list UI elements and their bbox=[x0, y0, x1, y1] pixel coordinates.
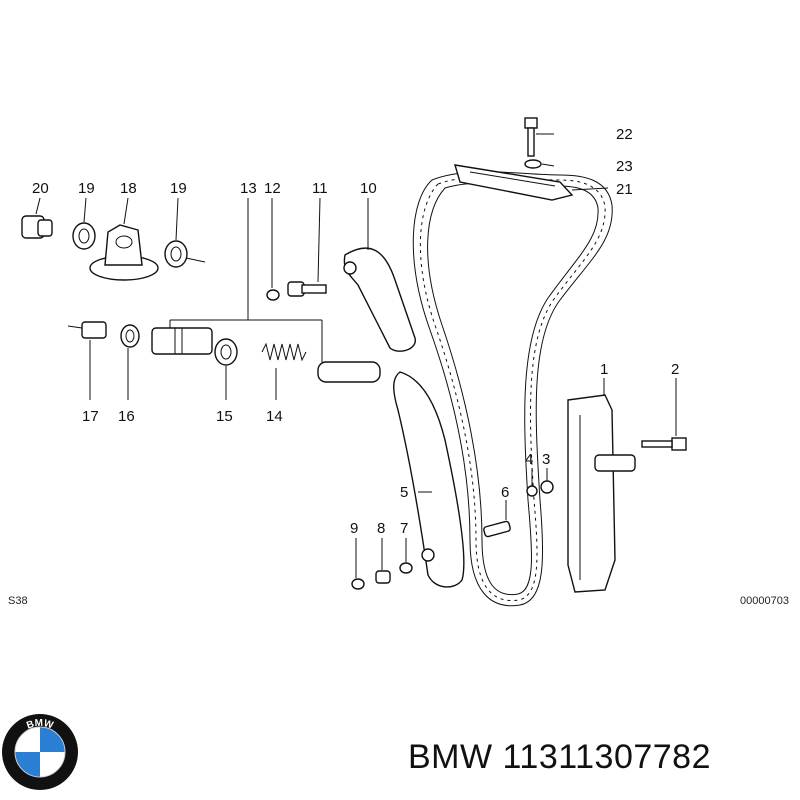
callout-23: 23 bbox=[616, 158, 633, 175]
callout-17: 17 bbox=[82, 408, 99, 425]
callout-7: 7 bbox=[400, 520, 408, 537]
timing-chain bbox=[412, 171, 613, 607]
seal-ring-19-right bbox=[164, 240, 206, 268]
callout-15: 15 bbox=[216, 408, 233, 425]
corner-code-left: S38 bbox=[8, 595, 28, 607]
svg-text:BMW: BMW bbox=[25, 718, 55, 732]
ring-15 bbox=[214, 338, 238, 366]
ring-16 bbox=[120, 324, 140, 348]
callout-16: 16 bbox=[118, 408, 135, 425]
callout-1: 1 bbox=[600, 361, 608, 378]
callout-20: 20 bbox=[32, 180, 49, 197]
corner-code-right: 00000703 bbox=[740, 595, 789, 607]
callout-10: 10 bbox=[360, 180, 377, 197]
logo-letters: BMW bbox=[25, 718, 55, 732]
washer-23 bbox=[524, 159, 542, 169]
washer-3 bbox=[540, 480, 554, 494]
piston-13 bbox=[317, 361, 381, 383]
bmw-logo-icon: BMW bbox=[2, 714, 78, 790]
clip-9 bbox=[351, 578, 365, 590]
washer-12 bbox=[266, 289, 280, 301]
callout-22: 22 bbox=[616, 126, 633, 143]
bushing-8 bbox=[375, 570, 391, 584]
seal-ring-19-left bbox=[72, 222, 96, 250]
callout-14: 14 bbox=[266, 408, 283, 425]
callout-labels: 20 19 18 19 13 12 11 10 22 23 21 17 16 1… bbox=[32, 126, 679, 537]
pin-11 bbox=[287, 281, 327, 297]
tensioner-body-13 bbox=[151, 327, 213, 355]
callout-9: 9 bbox=[350, 520, 358, 537]
callout-2: 2 bbox=[671, 361, 679, 378]
callout-6: 6 bbox=[501, 484, 509, 501]
tensioner-rail-5 bbox=[393, 371, 465, 588]
callout-12: 12 bbox=[264, 180, 281, 197]
tensioner-rail-10 bbox=[343, 247, 416, 352]
bolt-2 bbox=[641, 437, 687, 451]
callout-19-left: 19 bbox=[78, 180, 95, 197]
callout-19-right: 19 bbox=[170, 180, 187, 197]
bolt-22 bbox=[524, 117, 538, 157]
callout-4: 4 bbox=[525, 451, 533, 468]
upper-chain-guide bbox=[454, 164, 574, 201]
callout-21: 21 bbox=[616, 181, 633, 198]
callout-8: 8 bbox=[377, 520, 385, 537]
spring-14 bbox=[261, 342, 307, 362]
dowel-6 bbox=[483, 520, 511, 538]
leader-lines bbox=[35, 133, 677, 578]
cap-20 bbox=[21, 215, 53, 239]
callout-18: 18 bbox=[120, 180, 137, 197]
housing-18 bbox=[89, 224, 159, 281]
callout-11: 11 bbox=[312, 180, 328, 197]
washer-7 bbox=[399, 562, 413, 574]
callout-5: 5 bbox=[400, 484, 408, 501]
washer-4 bbox=[526, 485, 538, 497]
callout-13: 13 bbox=[240, 180, 257, 197]
callout-3: 3 bbox=[542, 451, 550, 468]
plug-17 bbox=[67, 321, 107, 339]
part-number-caption: BMW 11311307782 bbox=[408, 738, 711, 776]
guide-rail-1 bbox=[567, 394, 636, 593]
